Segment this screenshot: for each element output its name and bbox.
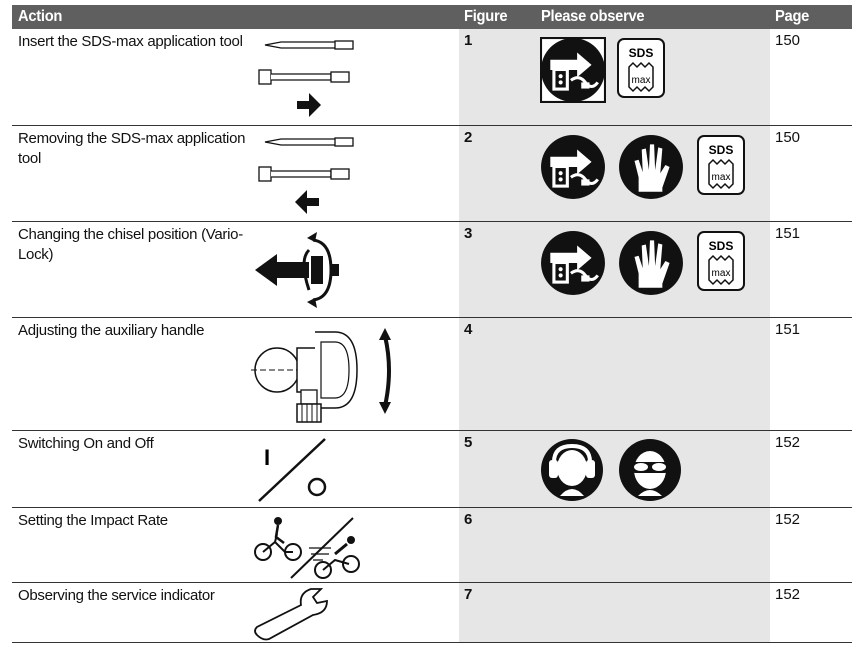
disconnect-plug-icon bbox=[540, 37, 606, 103]
figure-number: 6 bbox=[464, 511, 473, 528]
protective-gloves-icon bbox=[618, 230, 684, 296]
page-number: 152 bbox=[775, 434, 801, 451]
sds-tools-insert-icon bbox=[247, 35, 357, 123]
figure-number: 3 bbox=[464, 225, 473, 242]
page-number: 151 bbox=[775, 321, 801, 338]
header-action: Action bbox=[18, 8, 63, 25]
page-number: 152 bbox=[775, 511, 801, 528]
svg-text:SDS: SDS bbox=[709, 239, 734, 253]
action-label: Insert the SDS-max application tool bbox=[18, 33, 243, 50]
impact-rate-icon bbox=[247, 512, 360, 580]
figure-number: 7 bbox=[464, 586, 473, 603]
page-number: 152 bbox=[775, 586, 801, 603]
table-header: Action Figure Please observe Page bbox=[12, 5, 852, 29]
header-please-observe: Please observe bbox=[541, 8, 645, 25]
svg-text:max: max bbox=[632, 75, 651, 86]
sds-tools-remove-icon bbox=[247, 132, 357, 220]
table-row: Changing the chisel position (Vario-Lock… bbox=[12, 222, 852, 318]
protective-gloves-icon bbox=[618, 134, 684, 200]
action-label: Adjusting the auxiliary handle bbox=[18, 322, 205, 339]
eye-protection-icon bbox=[618, 438, 682, 502]
svg-text:max: max bbox=[712, 172, 731, 183]
table-row: Setting the Impact Rate 6 152 bbox=[12, 508, 852, 583]
disconnect-plug-icon bbox=[540, 230, 606, 296]
chisel-rotate-icon bbox=[247, 230, 357, 310]
action-label: Removing the SDS-max application tool bbox=[18, 130, 246, 167]
disconnect-plug-icon bbox=[540, 134, 606, 200]
wrench-icon bbox=[247, 587, 357, 641]
svg-text:SDS: SDS bbox=[709, 143, 734, 157]
action-label: Switching On and Off bbox=[18, 435, 154, 452]
svg-text:SDS: SDS bbox=[629, 46, 654, 60]
page-number: 150 bbox=[775, 32, 801, 49]
sds-max-icon: SDS max bbox=[696, 134, 746, 196]
page-number: 151 bbox=[775, 225, 801, 242]
action-label: Changing the chisel position (Vario-Lock… bbox=[18, 226, 243, 263]
svg-text:max: max bbox=[712, 268, 731, 279]
page-number: 150 bbox=[775, 129, 801, 146]
header-figure: Figure bbox=[464, 8, 508, 25]
svg-text:I: I bbox=[264, 445, 270, 470]
table-row: Observing the service indicator 7 152 bbox=[12, 583, 852, 643]
header-page: Page bbox=[775, 8, 810, 25]
ear-protection-icon bbox=[540, 438, 604, 502]
figure-number: 1 bbox=[464, 32, 473, 49]
on-off-switch-icon: I bbox=[247, 435, 357, 505]
table-row: Insert the SDS-max application tool 1 SD… bbox=[12, 29, 852, 126]
table-row: Removing the SDS-max application tool 2 … bbox=[12, 126, 852, 222]
sds-max-icon: SDS max bbox=[696, 230, 746, 292]
action-label: Setting the Impact Rate bbox=[18, 512, 168, 529]
table-row: Switching On and Off I 5 152 bbox=[12, 431, 852, 508]
table-row: Adjusting the auxiliary handle 4 151 bbox=[12, 318, 852, 431]
figure-number: 4 bbox=[464, 321, 473, 338]
figure-number: 2 bbox=[464, 129, 473, 146]
auxiliary-handle-icon bbox=[247, 322, 391, 428]
figure-number: 5 bbox=[464, 434, 473, 451]
action-label: Observing the service indicator bbox=[18, 587, 215, 604]
sds-max-icon: SDS max bbox=[616, 37, 666, 99]
